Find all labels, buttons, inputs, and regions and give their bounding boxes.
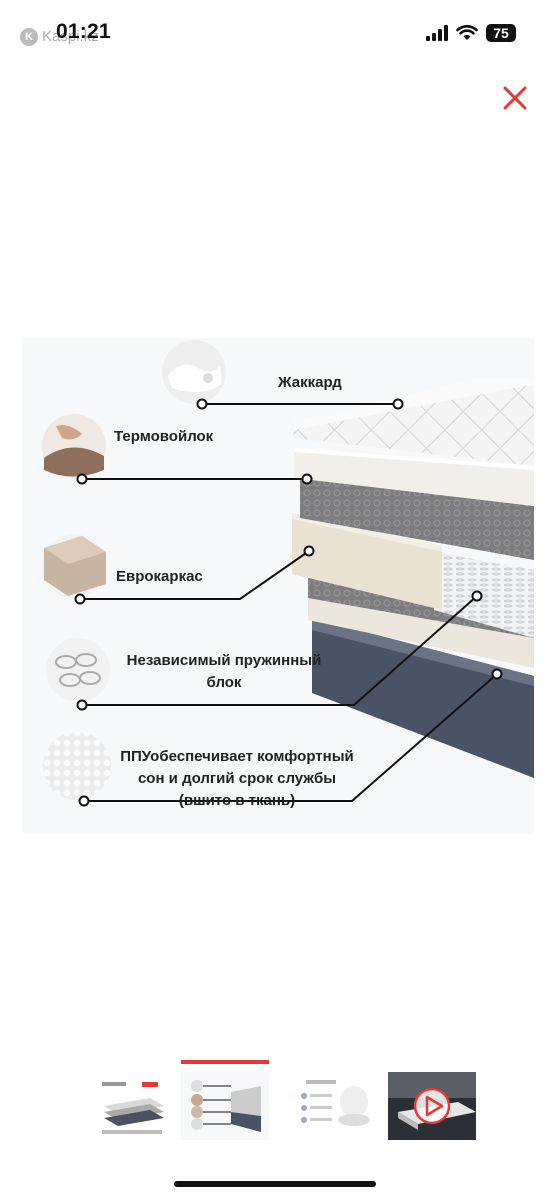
layer-label-euro-frame: Еврокаркас (116, 568, 203, 585)
euro-frame-leader-line (80, 550, 310, 600)
upper-mesh-layer (300, 478, 534, 560)
thumbnail-2[interactable] (181, 1072, 269, 1140)
euro-frame-block (292, 513, 442, 610)
close-button[interactable] (499, 82, 531, 114)
home-indicator[interactable] (174, 1181, 376, 1187)
play-icon (413, 1087, 451, 1125)
mattress-illustration (42, 340, 534, 807)
mattress-base (312, 618, 534, 778)
thumbnail-2-image (181, 1072, 269, 1140)
close-icon (503, 86, 527, 110)
cellular-signal-icon (426, 25, 448, 41)
thumbnail-1[interactable] (90, 1072, 178, 1140)
jacquard-sample-icon (162, 340, 226, 404)
layer-label-spring-block: Независимый пружинный блок (126, 652, 322, 691)
jacquard-top-layer (292, 378, 534, 466)
wifi-icon (456, 25, 478, 40)
app-logo-icon: K (20, 28, 38, 47)
status-icons: 75 (426, 22, 516, 44)
layer-label-jacquard: Жаккард (278, 374, 342, 391)
thermal-felt-sample-icon (42, 414, 106, 478)
product-image[interactable]: Жаккард Термовойлок Еврокаркас Независим… (22, 338, 534, 833)
thumbnail-1-image (90, 1072, 178, 1140)
lower-felt-layer (308, 596, 534, 668)
battery-indicator: 75 (486, 24, 516, 42)
spring-block (434, 552, 534, 638)
back-app-label: Kaspi.kz (42, 28, 99, 45)
foam-sample-icon (43, 732, 111, 800)
foam-leader-line (84, 673, 498, 802)
spring-block-sample-icon (46, 638, 110, 702)
euro-frame-sample-icon (42, 534, 106, 598)
layer-label-foam: ППУобеспечивает комфортный сон и долгий … (120, 748, 354, 809)
spring-block-leader-line (82, 595, 478, 706)
layer-label-thermal-felt: Термовойлок (114, 428, 214, 445)
thumbnail-4-video[interactable] (388, 1072, 476, 1140)
thumbnail-3-image (292, 1072, 380, 1140)
status-time: 01:21 (56, 20, 111, 43)
thumbnail-3[interactable] (292, 1072, 380, 1140)
active-thumbnail-indicator (181, 1060, 269, 1064)
thumbnail-strip (0, 1060, 554, 1150)
